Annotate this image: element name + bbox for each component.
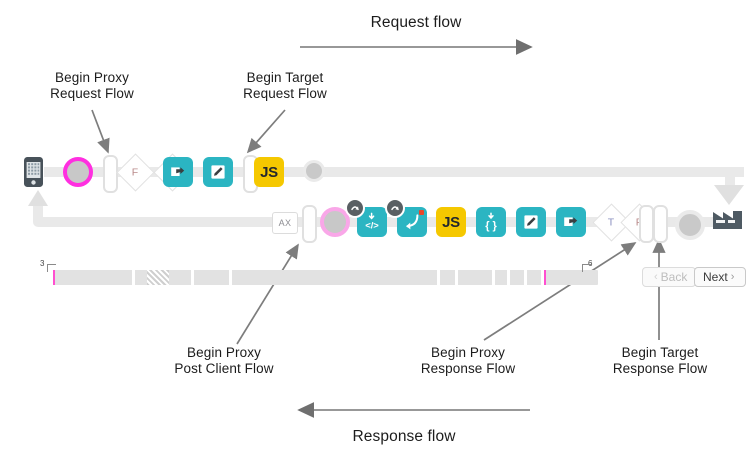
next-button-label: Next [703, 270, 728, 284]
condition-flow-label: F [131, 165, 139, 178]
timeline-marker-left [53, 270, 55, 285]
annotation-begin-target-request-flow: Begin Target Request Flow [243, 70, 327, 101]
annotation-begin-proxy-response-flow: Begin Proxy Response Flow [420, 345, 516, 376]
back-button[interactable]: ‹ Back [642, 267, 697, 287]
analytics-node-label: AX [272, 212, 298, 234]
route-policy[interactable] [163, 157, 193, 187]
timeline-bracket-right [582, 264, 591, 272]
response-start-circle[interactable] [675, 210, 705, 240]
timeline-divider [507, 270, 510, 285]
rail-arrow-down [714, 185, 744, 205]
pencil-icon [203, 157, 233, 187]
annotation-begin-proxy-request-flow: Begin Proxy Request Flow [50, 70, 134, 101]
timeline-scale-label-right: 6 [588, 259, 593, 268]
post-client-flow-hook[interactable] [302, 205, 317, 243]
timeline-divider [132, 270, 135, 285]
timeline-divider [492, 270, 495, 285]
request-end-circle[interactable] [303, 160, 325, 182]
assign-message-policy[interactable] [203, 157, 233, 187]
assign-message-policy-response[interactable] [516, 207, 546, 237]
timeline-scale-label-left: 3 [40, 259, 45, 268]
svg-text:{ }: { } [485, 220, 497, 232]
pausebar-glyph [302, 205, 317, 243]
pausebar-glyph [653, 205, 668, 243]
leader-begin-proxy-response-flow [483, 242, 637, 341]
annotation-begin-target-response-flow: Begin Target Response Flow [612, 345, 708, 376]
pausebar-glyph [639, 205, 654, 243]
timeline-divider [229, 270, 232, 285]
response-flow-title: Response flow [352, 428, 456, 445]
javascript-policy[interactable]: JS [254, 157, 284, 187]
analytics-node[interactable]: AX [272, 212, 298, 234]
backend-target-icon [713, 211, 742, 229]
javascript-policy-label: JS [254, 157, 284, 187]
circle-glyph [63, 157, 93, 187]
braces-icon: { } [476, 207, 506, 237]
annotation-begin-proxy-post-client-flow: Begin Proxy Post Client Flow [174, 345, 274, 376]
circle-glyph [675, 210, 705, 240]
svg-text:</>: </> [365, 220, 379, 231]
timeline-hatched-segment[interactable] [147, 270, 169, 285]
share-arrow-icon [163, 157, 193, 187]
json-policy[interactable]: { } [476, 207, 506, 237]
target-response-flow-hook[interactable] [653, 205, 668, 243]
timeline-scrollbar[interactable] [52, 270, 598, 285]
timeline-track[interactable] [52, 270, 598, 285]
timeline-divider [455, 270, 458, 285]
request-start-circle[interactable] [63, 157, 93, 187]
client-device-icon [24, 157, 43, 187]
chevron-left-icon: ‹ [654, 271, 658, 283]
next-button[interactable]: Next › [694, 267, 747, 287]
share-arrow-icon [556, 207, 586, 237]
pencil-icon [516, 207, 546, 237]
timeline-marker-right [544, 270, 546, 285]
timeline-divider [541, 270, 544, 285]
timeline-divider [437, 270, 440, 285]
leader-begin-proxy-post-client-flow [236, 243, 299, 345]
timeline-bracket-left [47, 264, 56, 272]
leader-begin-target-request-flow [246, 109, 286, 154]
route-policy-response[interactable] [556, 207, 586, 237]
request-flow-title: Request flow [370, 14, 462, 31]
back-button-label: Back [660, 270, 688, 284]
leader-begin-proxy-request-flow [91, 109, 110, 154]
rail-arrow-up [28, 190, 48, 206]
fault-badge-icon [345, 198, 365, 218]
chevron-right-icon: › [730, 271, 735, 283]
timeline-divider [191, 270, 194, 285]
circle-glyph [320, 207, 350, 237]
javascript-policy-response-label: JS [436, 207, 466, 237]
proxy-response-flow-hook[interactable] [639, 205, 654, 243]
circle-glyph [303, 160, 325, 182]
post-client-circle[interactable] [320, 207, 350, 237]
fault-badge-icon [385, 198, 405, 218]
timeline-divider [524, 270, 527, 285]
javascript-policy-response[interactable]: JS [436, 207, 466, 237]
error-indicator-dot [419, 210, 424, 215]
